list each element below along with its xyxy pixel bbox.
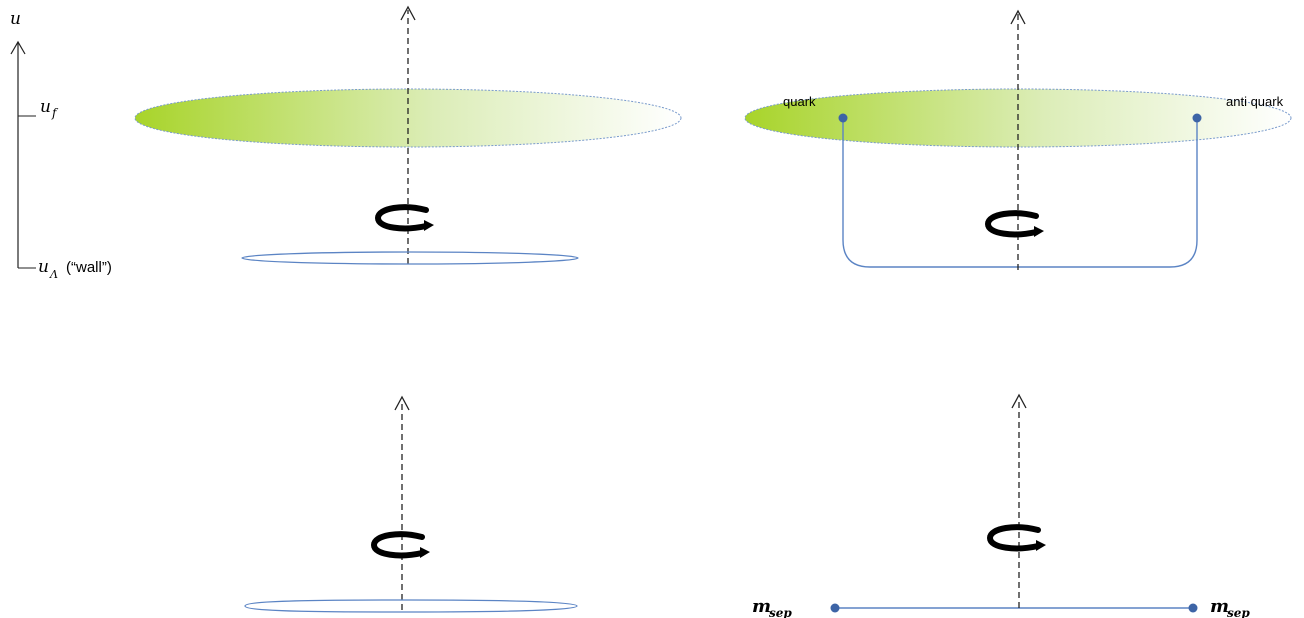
msep-right-sub: sep <box>1227 606 1250 618</box>
panel-bottom-left <box>244 395 578 613</box>
u-axis: u u f u Λ (“wall”) <box>10 9 112 281</box>
u-shaped-string <box>842 118 1198 268</box>
tick-uf-subscript: f <box>51 106 59 120</box>
rotation-arrow-icon <box>984 210 1044 238</box>
tick-uf-label: u <box>40 97 51 117</box>
rotation-arrow-icon <box>986 524 1046 552</box>
msep-left-main: m <box>752 596 771 617</box>
tick-ulambda-subscript: Λ <box>49 268 58 281</box>
arrowhead-icon <box>400 5 416 21</box>
quark-label: quark <box>783 94 816 109</box>
rotation-arrow-icon <box>370 531 430 559</box>
quark-dot <box>838 113 848 123</box>
wall-loop <box>241 251 579 265</box>
wall-loop <box>244 599 578 613</box>
axis-arrowhead-icon <box>10 40 26 55</box>
msep-left-sub: sep <box>769 606 792 618</box>
tick-ulambda-label: u <box>38 257 49 277</box>
arrowhead-icon <box>394 395 410 411</box>
tick-wall-note: (“wall”) <box>66 259 112 276</box>
left-endpoint-dot <box>830 603 840 613</box>
panel-top-right: quark anti quark <box>744 9 1292 270</box>
arrowhead-icon <box>1011 393 1027 409</box>
antiquark-label: anti quark <box>1226 94 1284 109</box>
panel-bottom-right: m sep m sep <box>752 393 1250 618</box>
msep-right-main: m <box>1210 596 1229 617</box>
right-endpoint-dot <box>1188 603 1198 613</box>
panel-top-left <box>134 5 682 265</box>
axis-variable-label: u <box>10 9 21 29</box>
rotation-arrow-icon <box>374 204 434 232</box>
antiquark-dot <box>1192 113 1202 123</box>
arrowhead-icon <box>1010 9 1026 25</box>
